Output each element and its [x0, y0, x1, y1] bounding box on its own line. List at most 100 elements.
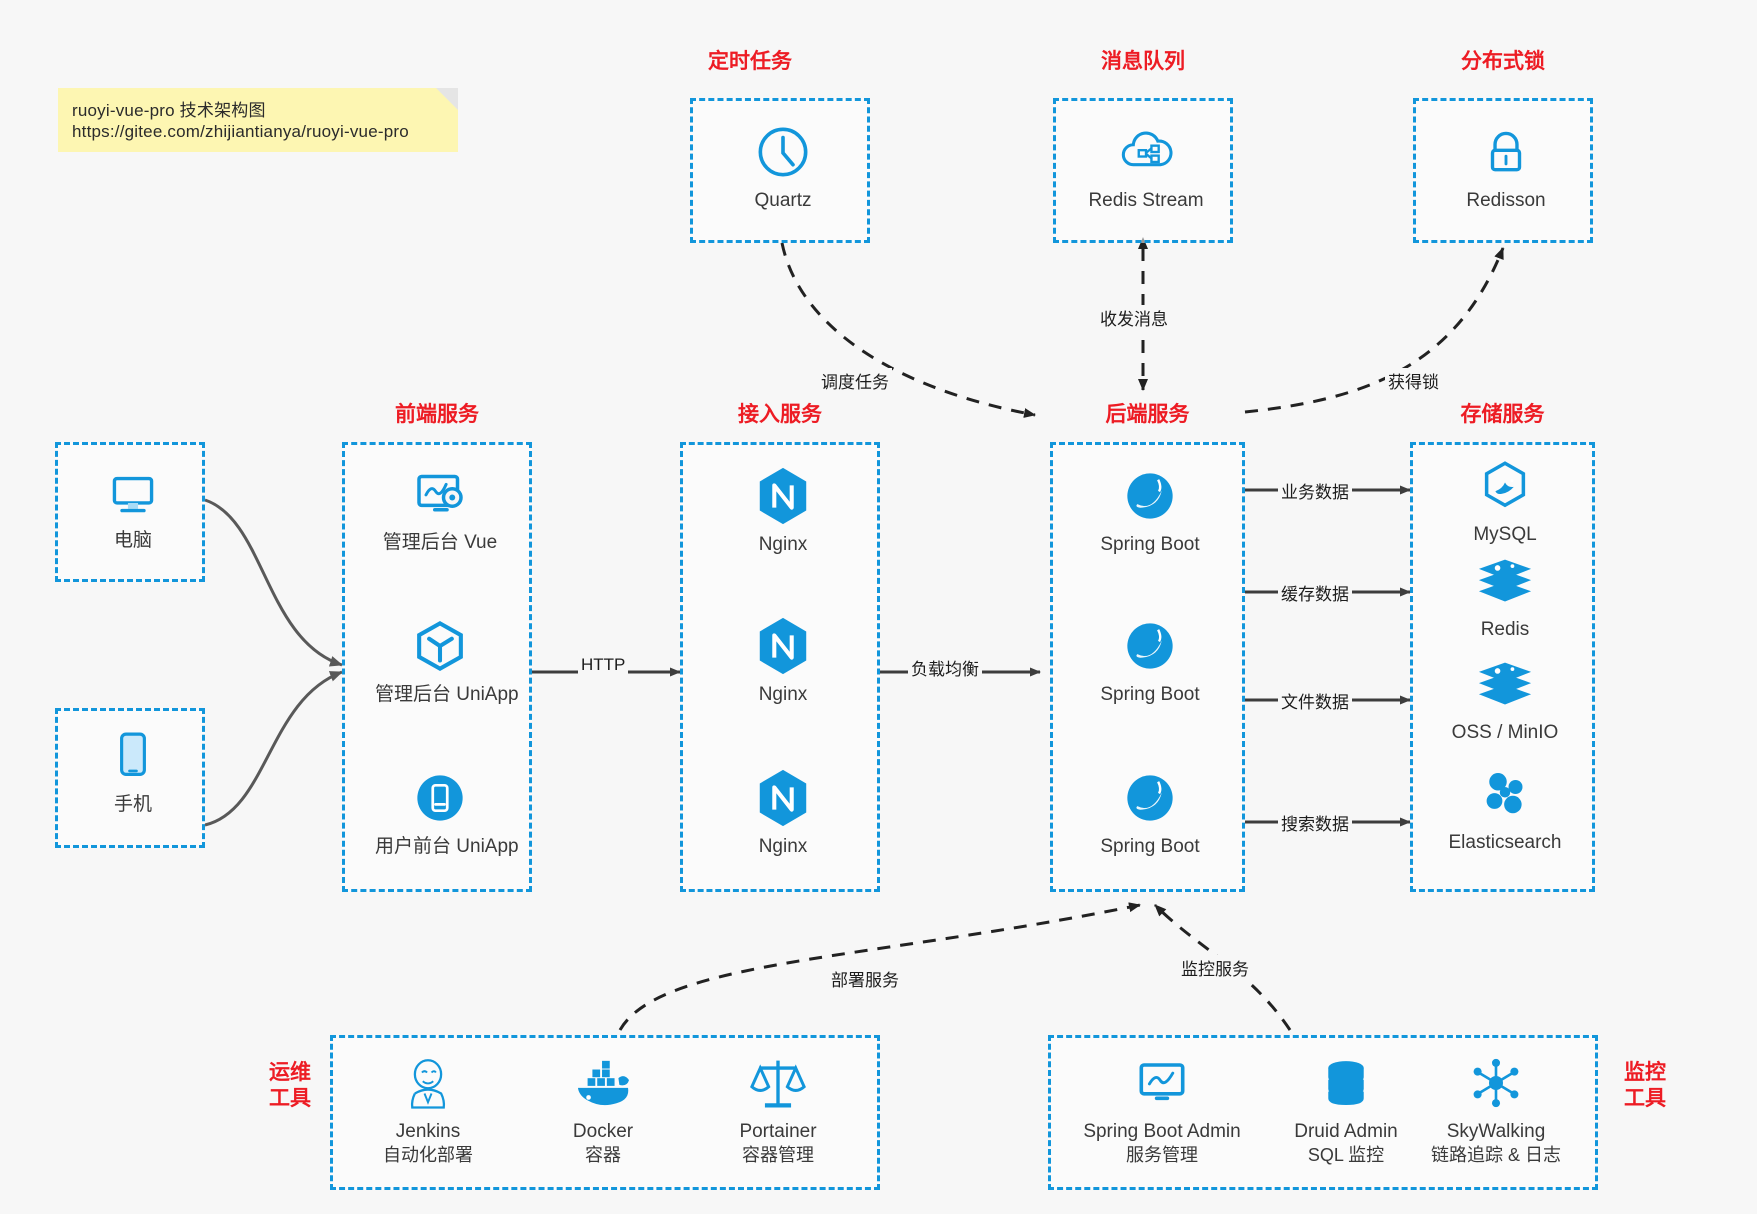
- node-phone[interactable]: 手机: [68, 725, 198, 817]
- node-label: 管理后台 Vue: [382, 532, 498, 553]
- jenkins-icon: [363, 1052, 493, 1114]
- node-computer[interactable]: 电脑: [68, 461, 198, 553]
- node-desc: 服务管理: [1126, 1144, 1198, 1165]
- group-client-computer[interactable]: 电脑: [55, 442, 205, 582]
- group-message-queue[interactable]: Redis Stream: [1053, 98, 1233, 243]
- cloud-stream-icon: [1081, 121, 1211, 183]
- node-label: OSS / MinIO: [1451, 722, 1559, 743]
- clock-icon: [718, 121, 848, 183]
- nginx-icon: [718, 767, 848, 829]
- mysql-icon: [1440, 455, 1570, 517]
- node-label: Nginx: [758, 836, 808, 857]
- group-monitor-tools[interactable]: Spring Boot Admin 服务管理 Druid Admin SQL 监…: [1048, 1035, 1598, 1190]
- node-nginx-3[interactable]: Nginx: [718, 767, 848, 859]
- spring-icon: [1085, 465, 1215, 527]
- node-nginx-2[interactable]: Nginx: [718, 615, 848, 707]
- node-label: 用户前台 UniApp: [375, 836, 519, 857]
- edge-label-load-balance: 负载均衡: [908, 655, 982, 680]
- edge-label-http: HTTP: [578, 655, 629, 675]
- node-mysql[interactable]: MySQL: [1440, 455, 1570, 547]
- group-frontend[interactable]: 管理后台 Vue 管理后台 UniApp 用户前台 UniApp: [342, 442, 532, 892]
- group-backend[interactable]: Spring Boot Spring Boot Spring Boot: [1050, 442, 1245, 892]
- group-title-distributed-lock: 分布式锁: [1461, 50, 1545, 73]
- elasticsearch-icon: [1440, 763, 1570, 825]
- node-portainer[interactable]: Portainer 容器管理: [713, 1052, 843, 1167]
- node-label: Redisson: [1466, 190, 1546, 211]
- node-name: SkyWalking: [1446, 1121, 1546, 1142]
- node-spring-boot-admin[interactable]: Spring Boot Admin 服务管理: [1067, 1052, 1257, 1167]
- node-spring-boot-2[interactable]: Spring Boot: [1085, 615, 1215, 707]
- dashboard-icon: [375, 463, 505, 525]
- node-name: Portainer: [739, 1121, 817, 1142]
- group-title-ops-tools: 运维 工具: [255, 1060, 325, 1113]
- oss-icon: [1440, 653, 1570, 715]
- group-distributed-lock[interactable]: Redisson: [1413, 98, 1593, 243]
- ops-title-line2: 工具: [269, 1087, 311, 1111]
- monitor-screen-icon: [1067, 1052, 1257, 1114]
- node-elasticsearch[interactable]: Elasticsearch: [1440, 763, 1570, 855]
- node-label: Spring Boot: [1100, 836, 1200, 857]
- node-docker[interactable]: Docker 容器: [538, 1052, 668, 1167]
- nginx-icon: [718, 465, 848, 527]
- node-spring-boot-1[interactable]: Spring Boot: [1085, 465, 1215, 557]
- node-label: Elasticsearch: [1448, 832, 1562, 853]
- edge-label-search-data: 搜索数据: [1278, 810, 1352, 835]
- info-note: ruoyi-vue-pro 技术架构图 https://gitee.com/zh…: [58, 88, 458, 152]
- group-ops-tools[interactable]: Jenkins 自动化部署 Docker 容器: [330, 1035, 880, 1190]
- spring-icon: [1085, 615, 1215, 677]
- node-oss-minio[interactable]: OSS / MinIO: [1440, 653, 1570, 745]
- node-admin-uniapp[interactable]: 管理后台 UniApp: [375, 615, 519, 707]
- group-client-phone[interactable]: 手机: [55, 708, 205, 848]
- lock-icon: [1441, 121, 1571, 183]
- mobile-icon: [68, 725, 198, 787]
- spring-icon: [1085, 767, 1215, 829]
- group-gateway[interactable]: Nginx Nginx Nginx: [680, 442, 880, 892]
- node-nginx-1[interactable]: Nginx: [718, 465, 848, 557]
- ops-title-line1: 运维: [269, 1061, 311, 1084]
- node-spring-boot-3[interactable]: Spring Boot: [1085, 767, 1215, 859]
- app-icon: [375, 767, 505, 829]
- node-admin-vue[interactable]: 管理后台 Vue: [375, 463, 505, 555]
- node-quartz[interactable]: Quartz: [718, 121, 848, 213]
- note-fold-corner: [436, 88, 458, 110]
- edge-label-business-data: 业务数据: [1278, 478, 1352, 503]
- node-redis[interactable]: Redis: [1440, 550, 1570, 642]
- node-user-uniapp[interactable]: 用户前台 UniApp: [375, 767, 519, 859]
- node-label: Spring Boot: [1100, 684, 1200, 705]
- skywalking-icon: [1401, 1052, 1591, 1114]
- edge-label-cache-data: 缓存数据: [1278, 580, 1352, 605]
- portainer-icon: [713, 1052, 843, 1114]
- node-label: Spring Boot: [1100, 534, 1200, 555]
- nginx-icon: [718, 615, 848, 677]
- node-skywalking[interactable]: SkyWalking 链路追踪 & 日志: [1401, 1052, 1591, 1167]
- edge-label-deploy-service: 部署服务: [828, 966, 902, 991]
- node-desc: 链路追踪 & 日志: [1430, 1144, 1561, 1165]
- node-name: Jenkins: [395, 1121, 461, 1142]
- edge-label-send-receive-message: 收发消息: [1097, 305, 1171, 330]
- docker-icon: [538, 1052, 668, 1114]
- node-name: Druid Admin: [1294, 1121, 1398, 1142]
- monitor-icon: [68, 461, 198, 523]
- node-druid-admin[interactable]: Druid Admin SQL 监控: [1251, 1052, 1441, 1167]
- node-desc: 自动化部署: [383, 1144, 473, 1165]
- group-title-storage: 存储服务: [1460, 403, 1545, 426]
- node-jenkins[interactable]: Jenkins 自动化部署: [363, 1052, 493, 1167]
- group-storage[interactable]: MySQL Redis OSS: [1410, 442, 1595, 892]
- database-icon: [1251, 1052, 1441, 1114]
- node-label: 手机: [113, 794, 152, 815]
- node-label: Redis: [1480, 619, 1530, 640]
- node-redisson[interactable]: Redisson: [1441, 121, 1571, 213]
- group-title-monitor-tools: 监控 工具: [1610, 1060, 1680, 1113]
- node-redis-stream[interactable]: Redis Stream: [1081, 121, 1211, 213]
- group-title-message-queue: 消息队列: [1101, 50, 1185, 73]
- group-scheduled-task[interactable]: Quartz: [690, 98, 870, 243]
- note-url: https://gitee.com/zhijiantianya/ruoyi-vu…: [72, 122, 409, 141]
- edge-label-acquire-lock: 获得锁: [1385, 368, 1442, 393]
- node-label: MySQL: [1473, 524, 1537, 545]
- redis-icon: [1440, 550, 1570, 612]
- node-label: Nginx: [758, 534, 808, 555]
- node-desc: 容器管理: [742, 1144, 814, 1165]
- group-title-scheduled-task: 定时任务: [708, 50, 792, 73]
- node-label: 电脑: [113, 530, 152, 551]
- group-title-frontend: 前端服务: [395, 403, 479, 426]
